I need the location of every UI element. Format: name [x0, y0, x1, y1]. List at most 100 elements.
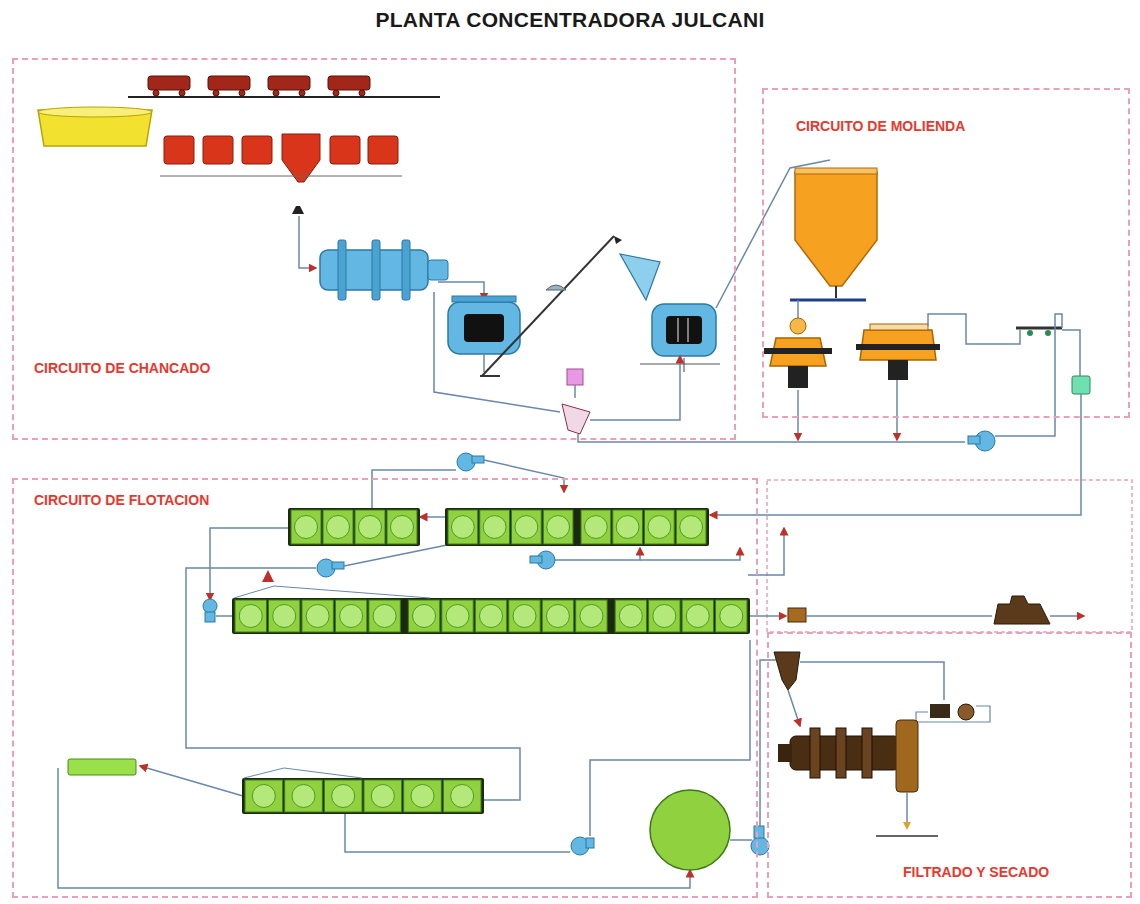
- flotation-cell: [364, 780, 402, 812]
- flotation-cell: [404, 780, 442, 812]
- cell-impeller: [515, 516, 538, 539]
- cell-impeller: [616, 516, 639, 539]
- flotation-bank: [445, 508, 709, 546]
- concentrate-box: [68, 759, 136, 775]
- flotation-cell: [645, 510, 675, 544]
- cell-impeller: [252, 784, 275, 807]
- cell-impeller: [546, 604, 569, 627]
- ore-wagons: [148, 76, 370, 96]
- primary-crusher: [320, 240, 448, 300]
- flotation-cell: [512, 510, 542, 544]
- cell-impeller: [584, 516, 607, 539]
- flotation-cell: [323, 510, 353, 544]
- cell-impeller: [411, 784, 434, 807]
- flotation-cell: [676, 510, 706, 544]
- flotation-cell: [324, 780, 362, 812]
- circuit-region: CIRCUITO DE MOLIENDA: [762, 88, 1130, 418]
- cell-impeller: [390, 515, 413, 538]
- flotation-cell: [542, 600, 573, 632]
- cell-impeller: [547, 516, 570, 539]
- hoppers: [164, 134, 398, 182]
- cell-impeller: [580, 604, 603, 627]
- cell-impeller: [513, 604, 536, 627]
- flotation-cell: [682, 600, 713, 632]
- filter-press: [778, 720, 918, 792]
- cell-impeller: [648, 516, 671, 539]
- flotation-cell: [649, 600, 680, 632]
- cell-impeller: [451, 784, 474, 807]
- flotation-cell: [355, 510, 385, 544]
- flotation-cell: [543, 510, 573, 544]
- cell-impeller: [680, 516, 703, 539]
- flotation-cell: [581, 510, 611, 544]
- region-label: CIRCUITO DE FLOTACION: [32, 492, 211, 508]
- tailings-equipment: [994, 596, 1050, 624]
- cell-impeller: [358, 515, 381, 538]
- circuit-region: CIRCUITO DE CHANCADO: [12, 58, 736, 440]
- cell-impeller: [373, 604, 396, 627]
- cell-impeller: [292, 784, 315, 807]
- cell-impeller: [273, 604, 296, 627]
- flotation-cell: [235, 600, 266, 632]
- flotation-cell: [285, 780, 323, 812]
- flotation-cell: [475, 600, 506, 632]
- cell-impeller: [371, 784, 394, 807]
- bank-frame: [242, 778, 484, 814]
- cell-impeller: [451, 516, 474, 539]
- thickener: [650, 790, 730, 870]
- flotation-cell: [448, 510, 478, 544]
- cell-impeller: [326, 515, 349, 538]
- cyclone: [774, 652, 800, 690]
- flotation-cell: [302, 600, 333, 632]
- cell-impeller: [239, 604, 262, 627]
- bank-frame: [288, 508, 420, 546]
- flotation-cell: [268, 600, 299, 632]
- flotation-cell: [387, 510, 417, 544]
- region-label: FILTRADO Y SECADO: [901, 864, 1051, 880]
- circuit-region: FILTRADO Y SECADO: [767, 632, 1132, 898]
- flotation-cell: [291, 510, 321, 544]
- bank-frame: [445, 508, 709, 546]
- region-label: CIRCUITO DE MOLIENDA: [794, 118, 967, 134]
- pump: [317, 559, 344, 577]
- ball-mill: [856, 324, 940, 380]
- pump: [457, 453, 484, 471]
- flotation-cell: [335, 600, 366, 632]
- flotation-cell: [576, 600, 607, 632]
- cell-impeller: [340, 604, 363, 627]
- rod-mill: [764, 318, 832, 388]
- fine-ore-silo: [795, 168, 877, 286]
- froth-line: [234, 586, 430, 598]
- diagram-title: PLANTA CONCENTRADORA JULCANI: [0, 8, 1140, 32]
- flotation-cell: [613, 510, 643, 544]
- cell-impeller: [332, 784, 355, 807]
- pump: [530, 551, 555, 569]
- secondary-crusher: [448, 296, 520, 354]
- flotation-cell: [442, 600, 473, 632]
- cell-impeller: [483, 516, 506, 539]
- flotation-cell: [509, 600, 540, 632]
- cell-impeller: [294, 515, 317, 538]
- cell-impeller: [446, 604, 469, 627]
- pump: [968, 431, 995, 451]
- flotation-cell: [245, 780, 283, 812]
- bank-frame: [232, 598, 750, 634]
- flotation-bank: [288, 508, 420, 546]
- cell-impeller: [413, 604, 436, 627]
- pump: [203, 599, 217, 622]
- circuit-region: CIRCUITO DE FLOTACION: [12, 478, 758, 898]
- cell-impeller: [653, 604, 676, 627]
- flotation-cell: [443, 780, 481, 812]
- flotation-cell: [369, 600, 400, 632]
- cell-impeller: [686, 604, 709, 627]
- region-label: CIRCUITO DE CHANCADO: [32, 360, 212, 376]
- cell-impeller: [479, 604, 502, 627]
- cell-impeller: [619, 604, 642, 627]
- flotation-cell: [480, 510, 510, 544]
- flotation-bank: [232, 598, 750, 634]
- cell-impeller: [306, 604, 329, 627]
- cell-impeller: [720, 604, 743, 627]
- flotation-cell: [716, 600, 747, 632]
- pump: [571, 837, 594, 855]
